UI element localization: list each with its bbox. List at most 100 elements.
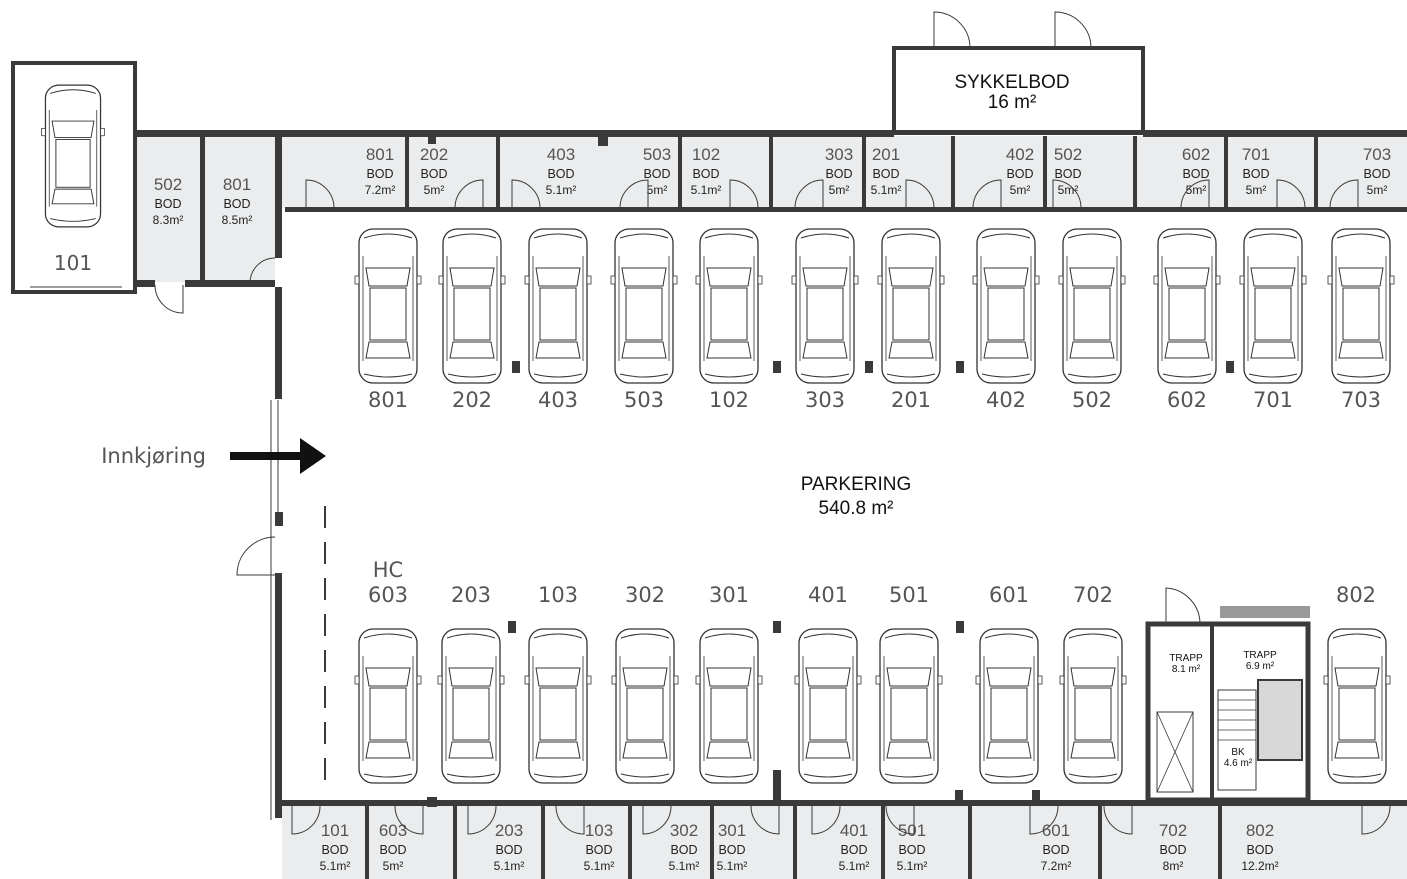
shaft-label: BK	[1231, 747, 1245, 758]
storage-divider	[453, 806, 457, 879]
door-swing	[750, 805, 780, 835]
top-storage-10-label: BOD	[1242, 167, 1269, 181]
bottom-storage-1-label: BOD	[379, 843, 406, 857]
door-swing	[729, 179, 759, 209]
top-storage-8-area: 5m²	[1058, 183, 1079, 197]
bottom-storage-9-number: 702	[1159, 821, 1187, 840]
bottom-storage-8-area: 7.2m²	[1041, 859, 1072, 873]
parking-spot-bottom-4-number: 301	[709, 583, 749, 607]
storage-divider	[1224, 136, 1228, 208]
storage-divider	[710, 806, 714, 879]
storage-divider	[628, 806, 632, 879]
door-swing	[905, 179, 935, 209]
storage-divider	[365, 806, 369, 879]
bottom-storage-1-number: 603	[379, 821, 407, 840]
top-storage-7-number: 402	[1006, 145, 1034, 164]
door-swing	[394, 805, 424, 835]
door-swing	[885, 805, 915, 835]
parking-label: PARKERING	[801, 474, 912, 495]
bottom-storage-8-number: 601	[1042, 821, 1070, 840]
top-storage-2-label: BOD	[547, 167, 574, 181]
stair-2-label: TRAPP	[1243, 650, 1277, 661]
parking-spot-top-4-number: 102	[709, 388, 749, 412]
parking-spot-bottom-6-number: 501	[889, 583, 929, 607]
top-storage-10-area: 5m²	[1246, 183, 1267, 197]
left-storage-0-label: BOD	[154, 197, 181, 211]
bottom-storage-8-label: BOD	[1042, 843, 1069, 857]
bottom-storage-5-number: 301	[718, 821, 746, 840]
door-swing	[1052, 179, 1082, 209]
left-storage-1-number: 801	[223, 175, 251, 194]
parking-spot-top-1-car	[438, 228, 506, 384]
stair-1-area: 8.1 m²	[1172, 664, 1201, 675]
bottom-storage-10-area: 12.2m²	[1241, 859, 1278, 873]
door-swing	[972, 179, 1002, 209]
left-storage-1-label: BOD	[223, 197, 250, 211]
storage-divider	[1043, 136, 1047, 208]
bottom-storage-2-area: 5.1m²	[494, 859, 525, 873]
parking-spot-top-6-car	[877, 228, 945, 384]
storage-divider	[862, 136, 866, 208]
parking-spot-bottom-5-number: 401	[808, 583, 848, 607]
parking-spot-top-7-number: 402	[986, 388, 1026, 412]
parking-spot-top-5-car	[791, 228, 859, 384]
parking-spot-bottom-4-car	[695, 628, 763, 784]
parking-spot-bottom-5-car	[794, 628, 862, 784]
door-swing	[1276, 179, 1306, 209]
bottom-storage-3-label: BOD	[585, 843, 612, 857]
parking-spot-bottom-2-car	[524, 628, 592, 784]
bottom-storage-6-number: 401	[840, 821, 868, 840]
top-storage-2-area: 5.1m²	[546, 183, 577, 197]
parking-spot-top-5-number: 303	[805, 388, 845, 412]
door-swing	[619, 179, 649, 209]
storage-divider	[881, 806, 885, 879]
door-swing	[305, 179, 335, 209]
left-storage-0-area: 8.3m²	[153, 213, 184, 227]
top-storage-8-label: BOD	[1054, 167, 1081, 181]
parking-spot-bottom-8-car	[1059, 628, 1127, 784]
parking-spot-bottom-9-number: 802	[1336, 583, 1376, 607]
parking-spot-top-11-number: 703	[1341, 388, 1381, 412]
top-storage-0-label: BOD	[366, 167, 393, 181]
top-storage-9-number: 602	[1182, 145, 1210, 164]
top-storage-4-label: BOD	[692, 167, 719, 181]
storage-divider	[951, 136, 955, 208]
bottom-storage-4-number: 302	[670, 821, 698, 840]
bottom-storage-7-label: BOD	[898, 843, 925, 857]
parking-spot-bottom-7-number: 601	[989, 583, 1029, 607]
top-storage-5-area: 5m²	[829, 183, 850, 197]
parking-spot-bottom-6-car	[875, 628, 943, 784]
top-storage-4-number: 102	[692, 145, 720, 164]
parking-spot-top-1-number: 202	[452, 388, 492, 412]
shaft-area: 4.6 m²	[1224, 758, 1253, 769]
parking-spot-bottom-7-car	[975, 628, 1043, 784]
door-swing	[642, 805, 672, 835]
top-storage-7-label: BOD	[1006, 167, 1033, 181]
bottom-storage-7-area: 5.1m²	[897, 859, 928, 873]
parking-spot-top-7-car	[972, 228, 1040, 384]
top-storage-9-area: 5m²	[1186, 183, 1207, 197]
top-storage-7-area: 5m²	[1010, 183, 1031, 197]
storage-divider	[496, 136, 500, 208]
parking-spot-top-9-car	[1153, 228, 1221, 384]
door-swing	[1180, 179, 1210, 209]
top-storage-1-number: 202	[420, 145, 448, 164]
top-storage-6-number: 201	[872, 145, 900, 164]
parking-spot-top-2-car	[524, 228, 592, 384]
top-storage-1-area: 5m²	[424, 183, 445, 197]
parking-spot-top-10-number: 701	[1253, 388, 1293, 412]
bottom-storage-1-area: 5m²	[383, 859, 404, 873]
parking-spot-top-2-number: 403	[538, 388, 578, 412]
top-storage-9-label: BOD	[1182, 167, 1209, 181]
storage-divider	[769, 136, 773, 208]
left-storage-1-area: 8.5m²	[222, 213, 253, 227]
garage-unit-label: 101	[54, 251, 92, 275]
top-storage-0-number: 801	[366, 145, 394, 164]
parking-spot-top-10-car	[1239, 228, 1307, 384]
parking-spot-top-3-number: 503	[624, 388, 664, 412]
top-storage-0-area: 7.2m²	[365, 183, 396, 197]
parking-spot-bottom-0-number: 603	[368, 583, 408, 607]
door-swing	[1361, 805, 1391, 835]
bottom-storage-7-number: 501	[898, 821, 926, 840]
door-swing	[1329, 179, 1359, 209]
